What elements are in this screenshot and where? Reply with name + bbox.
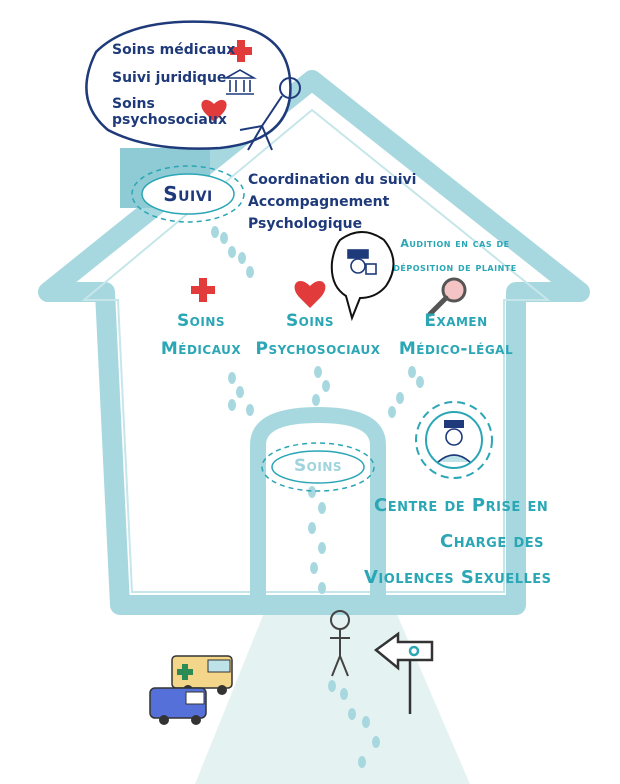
centre-line-1: Centre de Prise en <box>374 495 549 516</box>
service-psycho-line-2: Psychosociaux <box>255 339 381 359</box>
suivi-line-3: Psychologique <box>248 216 363 232</box>
red-cross-icon-bubble <box>230 40 252 62</box>
suivi-oval-outer <box>131 165 245 223</box>
service-forensic-line-2: Médico-légal <box>398 339 514 359</box>
footprints-door <box>308 486 326 594</box>
footprints-path <box>328 680 380 768</box>
police-officer-icon <box>347 249 377 275</box>
arrow-sign-icon <box>373 631 434 714</box>
bubble-item-legal: Suivi juridique <box>112 70 227 86</box>
suivi-line-1: Coordination du suivi <box>248 172 417 188</box>
centre-line-2: Charge des <box>440 531 545 552</box>
magnifier-icon <box>427 277 467 317</box>
walking-person-icon <box>330 610 350 677</box>
house-outline <box>38 70 590 615</box>
suivi-badge: Suivi <box>163 182 213 206</box>
service-medical-line-1: Soins <box>176 311 226 331</box>
door-oval-outer <box>261 442 375 492</box>
service-psycho-line-1: Soins <box>285 311 335 331</box>
heart-icon-soins <box>294 281 326 308</box>
suivi-line-2: Accompagnement <box>248 194 390 210</box>
service-medical-line-2: Médicaux <box>160 339 242 359</box>
door-badge: Soins <box>293 456 343 476</box>
footprints-right <box>388 366 424 418</box>
heart-icon-bubble <box>201 99 227 122</box>
climbing-person-icon <box>239 77 301 151</box>
nurse-icon <box>415 401 493 479</box>
house-door <box>250 406 386 600</box>
centre-line-3: Violences Sexuelles <box>364 567 552 588</box>
audition-line-2: déposition de plainte <box>393 261 517 274</box>
service-forensic-line-1: Examen <box>424 311 488 331</box>
bubble-item-medical: Soins médicaux <box>112 42 236 58</box>
footprints-left <box>211 226 254 416</box>
audition-line-1: Audition en cas de <box>400 237 510 250</box>
red-cross-icon-soins <box>191 278 215 302</box>
house-outline-inner <box>81 108 551 593</box>
courthouse-icon <box>222 69 258 95</box>
footprints-center <box>312 366 330 420</box>
van-icon <box>149 687 207 725</box>
suivi-oval-inner <box>141 173 235 215</box>
door-oval-inner <box>271 450 365 484</box>
bubble-item-psycho: Soins psychosociaux <box>112 96 227 129</box>
